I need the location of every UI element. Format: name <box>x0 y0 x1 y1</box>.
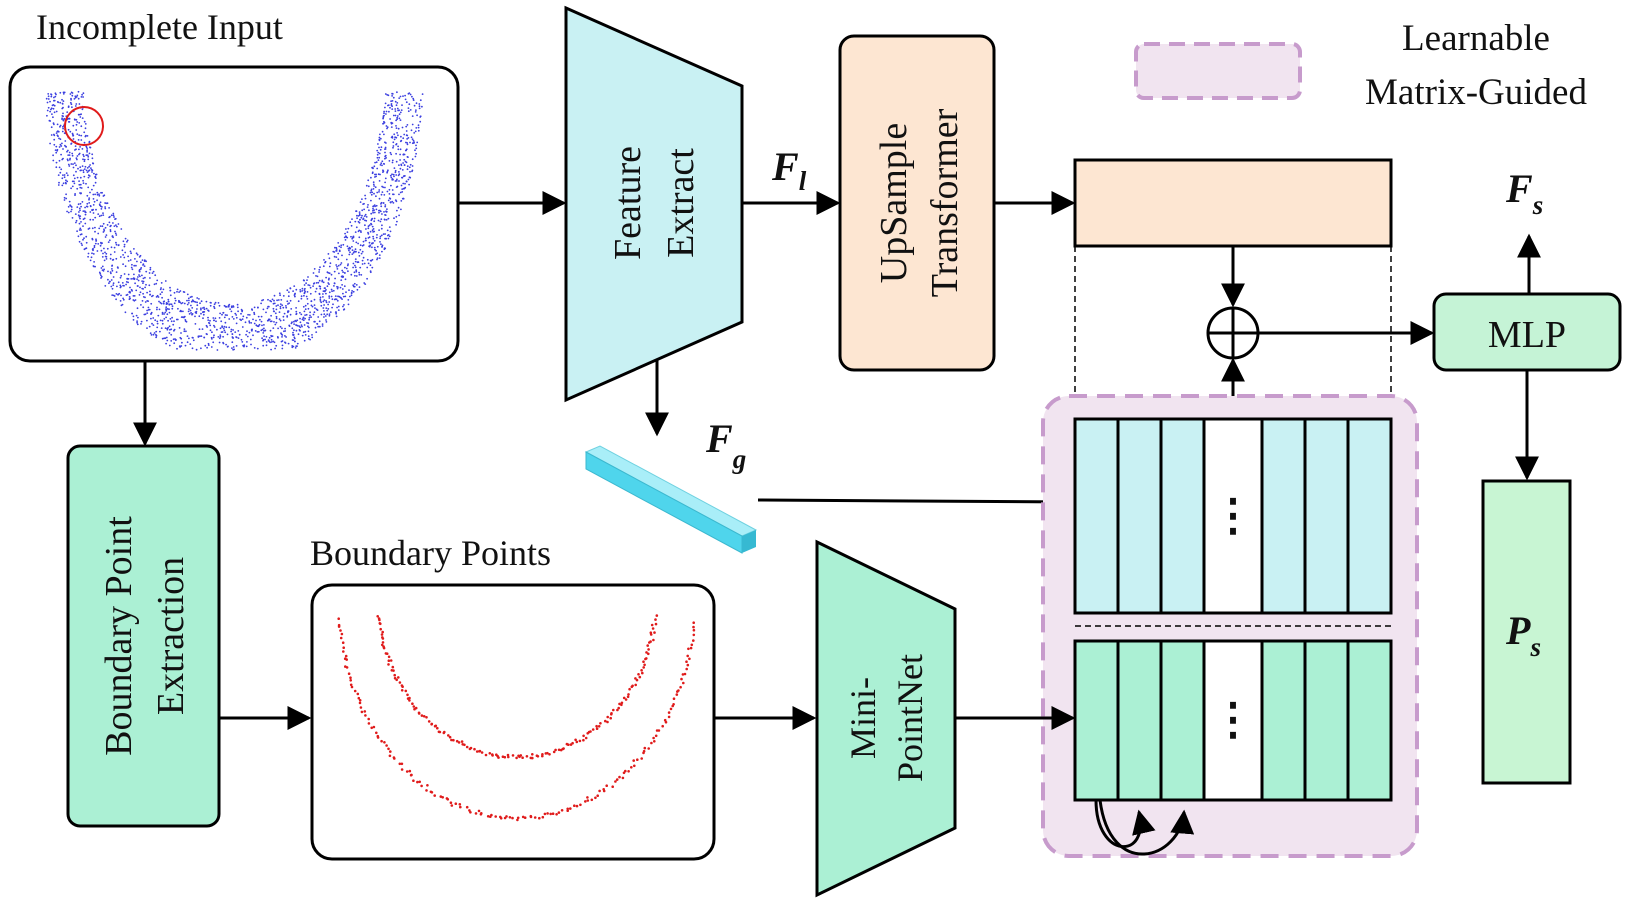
incomplete-input-title: Incomplete Input <box>36 7 283 47</box>
ps-label: Ps <box>1505 608 1541 662</box>
mini-pointnet-label-2: PointNet <box>890 654 930 782</box>
add-operator-icon <box>1206 306 1260 360</box>
upsampled-feature-box <box>1073 158 1393 248</box>
global-feature-bar <box>584 445 758 554</box>
mlp-label: MLP <box>1488 314 1566 356</box>
boundary-points-title: Boundary Points <box>310 533 551 573</box>
mini-pointnet-block <box>815 539 957 898</box>
learnable-curve-arrows <box>1094 799 1195 856</box>
fs-label: Fs <box>1505 166 1543 220</box>
legend-swatch <box>1134 42 1302 100</box>
global-feature-matrix <box>1073 417 1393 615</box>
incomplete-input-panel <box>8 65 460 363</box>
fl-label: Fl <box>771 144 807 196</box>
fg-label: Fg <box>705 416 746 474</box>
upsample-label-1: UpSample <box>873 123 915 283</box>
feature-extract-block <box>564 5 744 403</box>
legend-label-line1: Learnable <box>1402 18 1550 59</box>
feature-extract-label-1: Feature <box>607 146 649 260</box>
lower-matrix-ellipsis: ⋮ <box>1211 695 1255 744</box>
feature-extract-label-2: Extract <box>660 148 702 258</box>
highlight-circle <box>64 106 104 146</box>
legend-label-line2: Matrix-Guided <box>1365 72 1587 113</box>
boundary-extraction-label-2: Extraction <box>150 557 192 715</box>
incomplete-point-cloud <box>45 90 424 351</box>
upsample-label-2: Transformer <box>924 108 966 297</box>
boundary-feature-matrix <box>1073 639 1393 802</box>
upper-matrix-ellipsis: ⋮ <box>1211 491 1255 540</box>
boundary-points-panel <box>310 583 716 861</box>
boundary-extraction-block <box>66 444 221 828</box>
boundary-point-cloud <box>337 614 696 822</box>
ps-block <box>1481 479 1572 785</box>
boundary-extraction-label-1: Boundary Point <box>98 516 140 756</box>
upsample-transformer-block <box>838 34 996 372</box>
mini-pointnet-label-1: Mini- <box>843 677 883 759</box>
arrow-fg-to-matrix <box>757 489 1076 514</box>
